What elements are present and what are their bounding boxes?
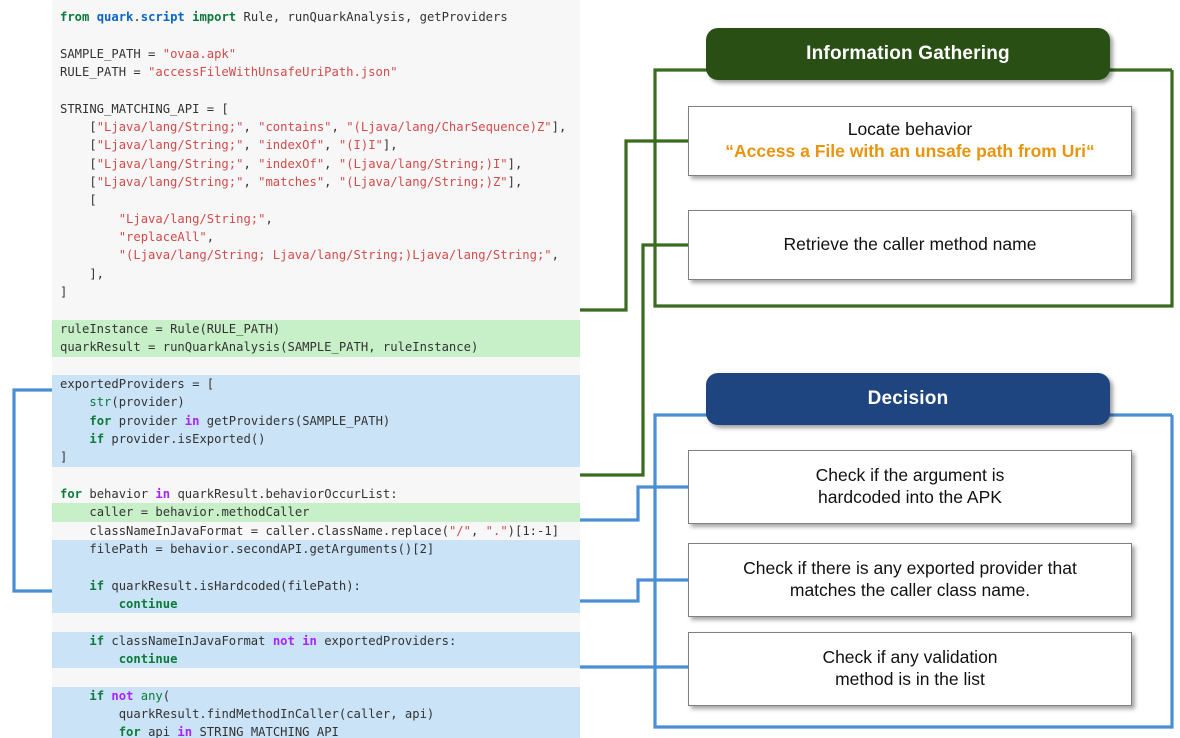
step-box-retrieve-caller-method-name[interactable]: Retrieve the caller method name — [688, 210, 1132, 280]
step-box-check-validation-method[interactable]: Check if any validation method is in the… — [688, 632, 1132, 706]
code-line: from quark.script import Rule, runQuarkA… — [60, 10, 508, 24]
code-line: for api in STRING_MATCHING_API — [52, 723, 580, 738]
code-line: RULE_PATH = "accessFileWithUnsafeUriPath… — [60, 65, 398, 80]
step-box-check-argument-hardcoded[interactable]: Check if the argument is hardcoded into … — [688, 450, 1132, 524]
code-line — [52, 668, 580, 686]
step-line-1: Check if the argument is — [815, 465, 1005, 486]
panel-header-title: Information Gathering — [806, 43, 1010, 64]
code-line — [52, 81, 580, 99]
code-block: from quark.script import Rule, runQuarkA… — [52, 0, 580, 738]
step-line-1: Check if there is any exported provider … — [743, 558, 1077, 579]
code-line — [52, 357, 580, 375]
code-line — [52, 558, 580, 577]
code-line — [52, 26, 580, 44]
code-line: STRING_MATCHING_API = [ — [60, 101, 229, 116]
blue-wire-exported-providers-left — [12, 388, 52, 593]
code-line: if provider.isExported() — [52, 429, 580, 449]
code-line: if not any( — [52, 686, 580, 706]
code-line: quarkResult.findMethodInCaller(caller, a… — [52, 705, 580, 724]
step-line-1: Locate behavior — [847, 119, 973, 140]
code-line: for behavior in quarkResult.behaviorOccu… — [60, 486, 398, 501]
blue-wire-exported-provider — [580, 578, 690, 603]
step-box-locate-behavior[interactable]: Locate behavior “Access a File with an u… — [688, 106, 1132, 176]
blue-wire-hardcoded — [580, 485, 690, 522]
panel-header-title: Decision — [867, 388, 949, 409]
code-line: [ — [60, 193, 97, 208]
code-line: for provider in getProviders(SAMPLE_PATH… — [52, 411, 580, 430]
code-line: caller = behavior.methodCaller — [52, 503, 580, 522]
code-line: "Ljava/lang/String;", — [118, 211, 273, 226]
step-line-1: Check if any validation — [822, 647, 998, 668]
step-emphasis: “Access a File with an unsafe path from … — [725, 141, 1095, 161]
green-wire-rule-instance — [580, 139, 690, 312]
step-line-2: hardcoded into the APK — [818, 487, 1002, 507]
code-line: filePath = behavior.secondAPI.getArgumen… — [52, 539, 580, 559]
code-line: ], — [60, 266, 105, 281]
panel-header-information-gathering: Information Gathering — [706, 28, 1110, 80]
code-line — [52, 613, 580, 631]
code-line — [52, 302, 580, 320]
code-line: ] — [52, 448, 580, 467]
code-line: ["Ljava/lang/String;", "indexOf", "(I)I"… — [60, 138, 398, 153]
step-line-2: method is in the list — [835, 669, 985, 689]
code-line: if quarkResult.isHardcoded(filePath): — [52, 576, 580, 595]
code-line — [52, 467, 580, 485]
step-line-1: Retrieve the caller method name — [783, 234, 1037, 255]
code-line: "replaceAll", — [118, 230, 215, 245]
code-line: continue — [52, 595, 580, 614]
step-line-2: matches the caller class name. — [789, 580, 1031, 600]
code-line: ruleInstance = Rule(RULE_PATH) — [52, 319, 580, 339]
code-line: ["Ljava/lang/String;", "indexOf", "(Ljav… — [60, 156, 523, 171]
code-line: if classNameInJavaFormat not in exported… — [52, 631, 580, 651]
code-line: exportedProviders = [ — [52, 374, 580, 394]
code-line: ["Ljava/lang/String;", "contains", "(Lja… — [60, 120, 567, 135]
green-wire-method-caller — [580, 243, 690, 477]
code-line: "(Ljava/lang/String; Ljava/lang/String;)… — [118, 248, 559, 263]
step-box-check-exported-provider[interactable]: Check if there is any exported provider … — [688, 543, 1132, 617]
code-line: continue — [52, 650, 580, 669]
code-line: str(provider) — [52, 393, 580, 412]
code-line: SAMPLE_PATH = "ovaa.apk" — [60, 46, 237, 61]
code-line: classNameInJavaFormat = caller.className… — [89, 523, 560, 538]
panel-header-decision: Decision — [706, 373, 1110, 425]
code-line: quarkResult = runQuarkAnalysis(SAMPLE_PA… — [52, 338, 580, 357]
code-line: ["Ljava/lang/String;", "matches", "(Ljav… — [60, 175, 523, 190]
code-line: ] — [60, 285, 68, 300]
